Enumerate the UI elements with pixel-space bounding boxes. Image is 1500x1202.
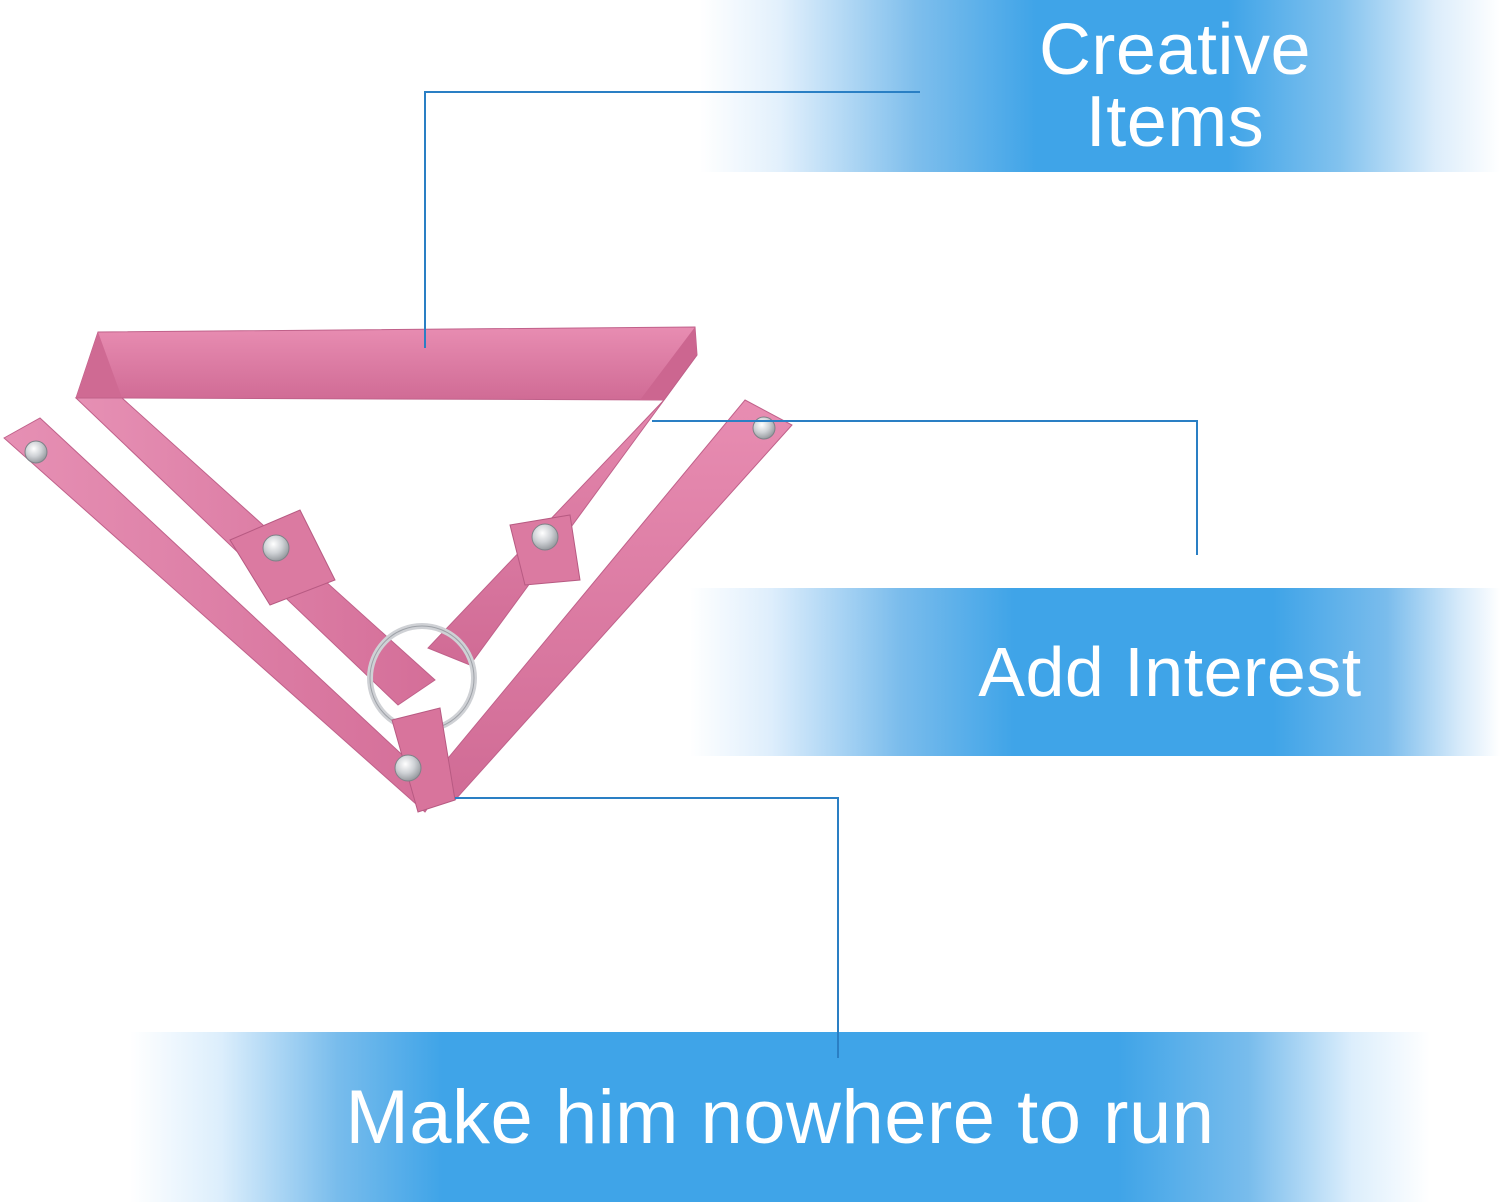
callout-banner-add-interest: Add Interest (690, 588, 1500, 756)
strap-top-left-fold (76, 332, 122, 398)
callout-label-add-interest: Add Interest (978, 633, 1362, 711)
callout-label-nowhere-to-run: Make him nowhere to run (345, 1074, 1215, 1160)
strap-top (75, 326, 698, 401)
callout-banner-creative-items: Creative Items (700, 0, 1500, 172)
callout-label-items: Items (1085, 82, 1265, 162)
strap-outer-left (3, 417, 441, 813)
callout-banner-nowhere-to-run: Make him nowhere to run (130, 1032, 1430, 1202)
callout-label-creative-items: Creative Items (1039, 14, 1311, 158)
callout-label-creative: Creative (1038, 10, 1312, 90)
